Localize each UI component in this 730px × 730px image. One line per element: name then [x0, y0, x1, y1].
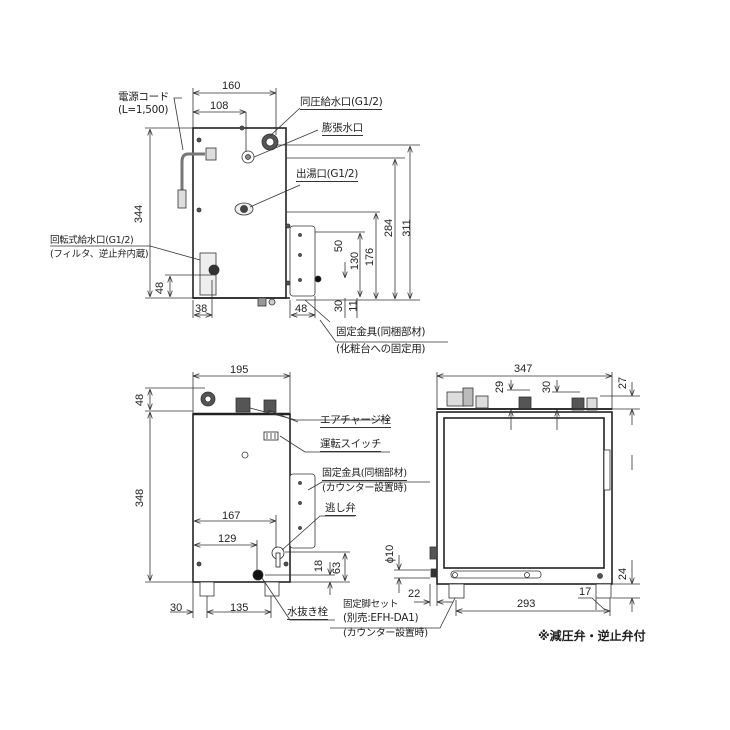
- run-switch-label: 運転スイッチ: [320, 438, 382, 452]
- dim-284: 284: [383, 218, 396, 238]
- dim-50: 50: [333, 239, 346, 253]
- dim-30-top: 30: [333, 299, 346, 313]
- dim-63: 63: [331, 561, 344, 575]
- power-cord-length-label: (L=1,500): [118, 104, 169, 116]
- dim-24: 24: [617, 567, 630, 581]
- dim-48-bracket: 48: [295, 303, 308, 315]
- dim-30-side: 30: [541, 380, 554, 394]
- front-bracket-note-label: (カウンター設置時): [322, 483, 407, 494]
- leg-set-model-label: (別売:EFH-DA1): [343, 612, 419, 624]
- front-bracket-label: 固定金具(同梱部材): [322, 468, 407, 481]
- side-view-body: [429, 387, 613, 599]
- dim-311: 311: [400, 219, 413, 237]
- rotary-inlet-label: 回転式給水口(G1/2): [50, 235, 134, 246]
- dim-17: 17: [579, 586, 592, 598]
- dim-48-front: 48: [134, 393, 147, 407]
- top-bracket-label: 固定金具(同梱部材): [336, 326, 426, 338]
- dim-11: 11: [347, 300, 360, 312]
- top-view-body: [177, 125, 322, 307]
- footnote: ※減圧弁・逆止弁付: [538, 629, 646, 643]
- dim-344: 344: [133, 204, 146, 224]
- hot-water-outlet-label: 出湯口(G1/2): [296, 168, 359, 182]
- dim-18: 18: [313, 559, 326, 573]
- dim-29: 29: [494, 380, 507, 394]
- air-charge-label: エアチャージ栓: [320, 414, 391, 428]
- relief-valve-label: 逃し弁: [325, 502, 356, 516]
- dim-348: 348: [134, 488, 147, 508]
- leg-set-label: 固定脚セット: [343, 599, 399, 610]
- dim-108: 108: [210, 100, 229, 112]
- leg-set-note-label: (カウンター設置時): [343, 628, 428, 639]
- dim-22: 22: [408, 588, 421, 600]
- dim-176: 176: [364, 247, 377, 267]
- expansion-outlet-label: 膨張水口: [322, 122, 363, 136]
- dim-48-top: 48: [154, 281, 167, 295]
- drain-plug-label: 水抜き栓: [287, 606, 328, 620]
- dim-38: 38: [195, 303, 208, 315]
- power-cord-label: 電源コード: [118, 91, 169, 103]
- dim-135: 135: [230, 602, 249, 614]
- rotary-inlet-note-label: (フィルタ、逆止弁内蔵): [50, 249, 149, 260]
- dim-347: 347: [514, 363, 533, 375]
- top-bracket-note-label: (化粧台への固定用): [336, 343, 426, 355]
- same-pressure-inlet-label: 同圧給水口(G1/2): [300, 96, 383, 110]
- dim-293: 293: [517, 598, 536, 610]
- front-view-body: [192, 391, 316, 597]
- dim-167: 167: [222, 510, 241, 522]
- dim-195: 195: [230, 364, 249, 376]
- dim-160: 160: [222, 80, 241, 92]
- dim-130: 130: [349, 251, 362, 271]
- dim-129: 129: [218, 533, 237, 545]
- dim-30-front: 30: [170, 602, 183, 614]
- dim-phi10: ϕ10: [384, 544, 397, 564]
- dim-27: 27: [617, 376, 630, 390]
